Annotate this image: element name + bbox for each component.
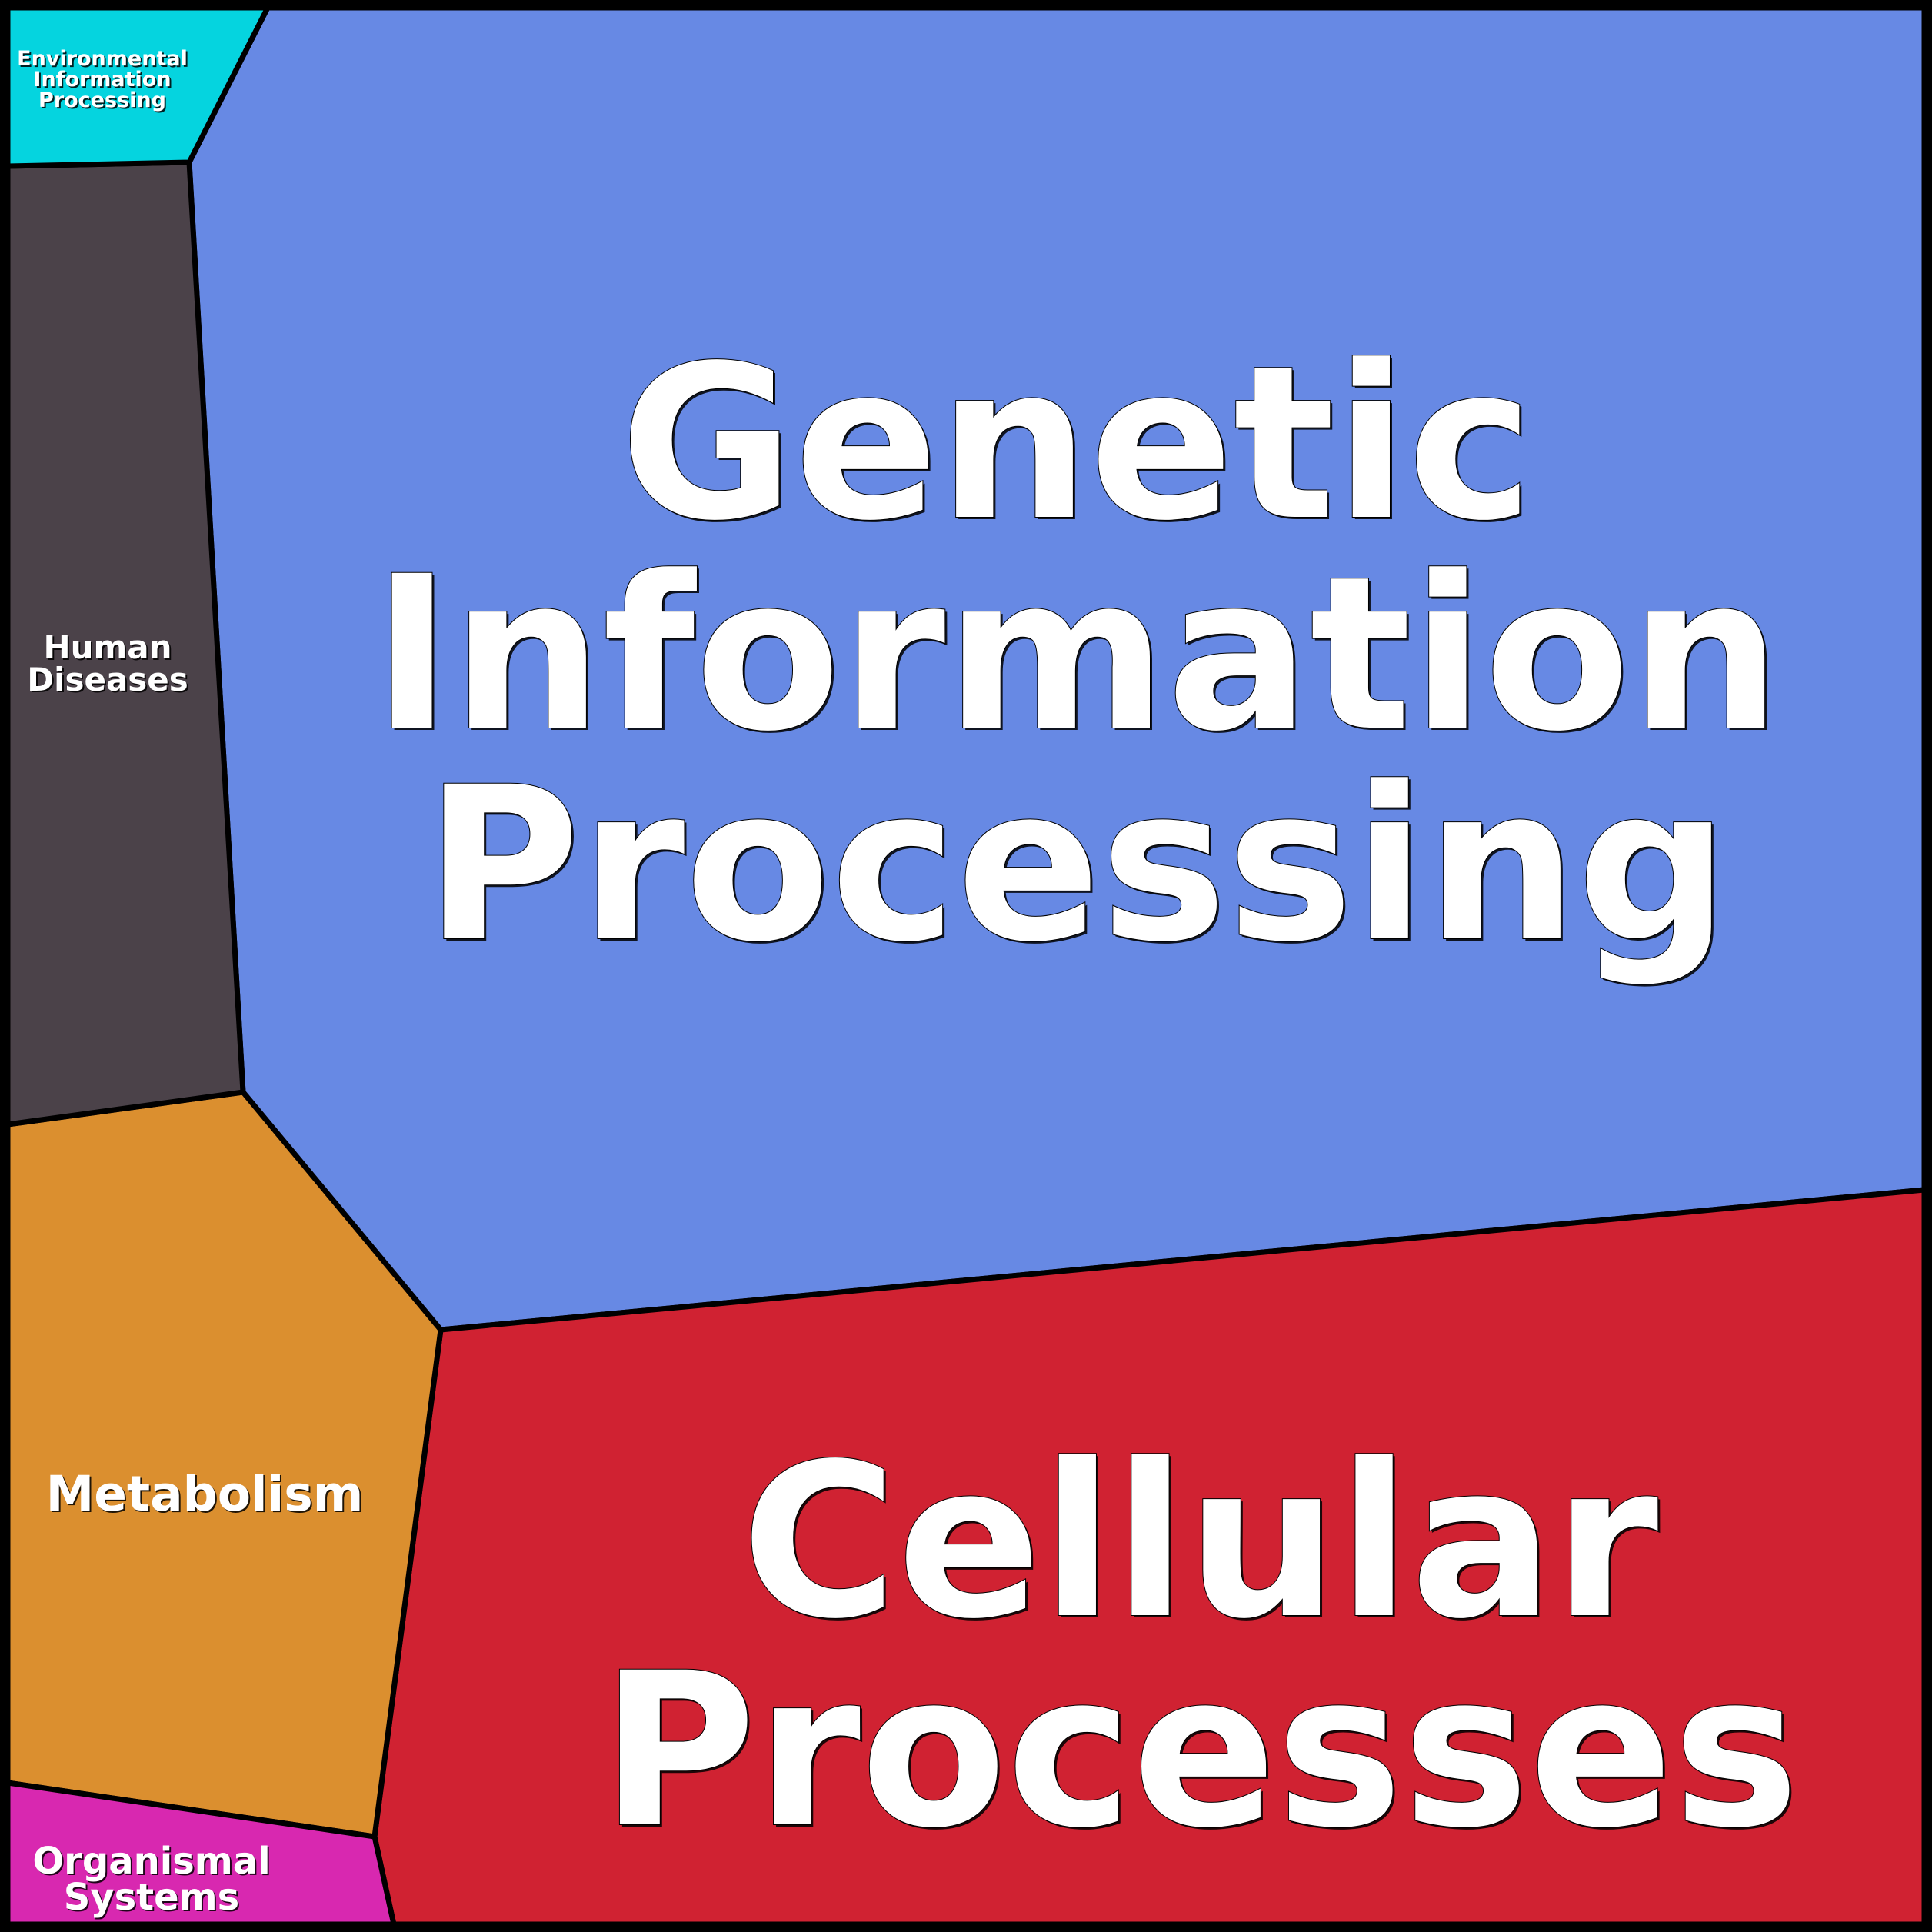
label-shadow: Environmental [18,48,189,72]
cell-organismal [5,1780,397,1927]
label-line: Processes [601,1628,1800,1875]
cell-environmental [5,5,271,169]
label-shadow: Cellular [744,1421,1662,1668]
label-shadow: Organismal [34,1841,271,1884]
label-shadow: Metabolism [48,1467,365,1524]
label-shadow: Human [45,630,173,668]
label-line: Human [43,628,172,666]
label-line: Genetic [620,321,1534,568]
label-line: Processing [38,88,166,112]
label-shadow: Processes [603,1631,1802,1877]
label-shadow: Systems [65,1877,242,1920]
label-shadow: Processing [427,744,1731,991]
label-line: Information [372,531,1780,778]
label-shadow: Information [375,534,1783,781]
label-line: Diseases [27,661,188,698]
label-line: Cellular [741,1419,1660,1666]
label-shadow: Diseases [28,662,190,700]
label-shadow: Information [35,69,172,93]
label-shadow: Processing [40,90,168,114]
label-line: Environmental [17,47,188,71]
label-line: Information [33,68,171,92]
label-environmental: EnvironmentalEnvironmentalInformationInf… [17,47,189,114]
label-genetic: GeneticGeneticInformationInformationProc… [371,320,1783,991]
label-line: Systems [64,1876,240,1919]
label-shadow: Genetic [622,323,1536,570]
label-line: Organismal [32,1840,270,1883]
label-line: Processing [425,742,1729,989]
label-line: Metabolism [46,1466,364,1522]
